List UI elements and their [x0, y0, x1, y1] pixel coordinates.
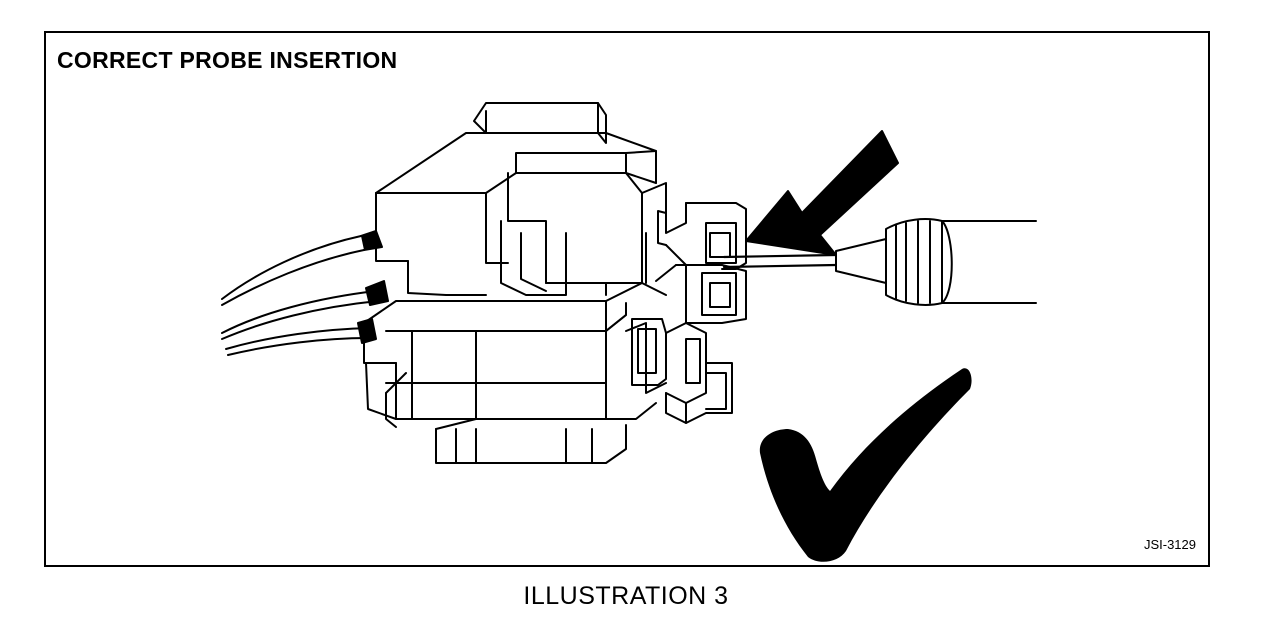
illustration-caption: ILLUSTRATION 3: [0, 582, 1264, 611]
connector-bottom-latch: [435, 418, 627, 464]
connector-top-latch: [473, 102, 607, 144]
figure-code: JSI-3129: [1143, 537, 1196, 552]
caption-text: ILLUSTRATION 3: [523, 582, 729, 610]
connector-probe-drawing: [221, 102, 1037, 562]
illustration-panel: CORRECT PROBE INSERTION: [44, 31, 1210, 567]
arrow-icon: [745, 130, 899, 256]
connector-upper-housing: [375, 132, 707, 296]
test-probe: [722, 218, 1037, 306]
checkmark-icon: [759, 368, 972, 562]
connector-terminal-block: [655, 202, 747, 324]
connector-lower-housing: [363, 282, 667, 428]
connector-lower-terminals: [631, 318, 733, 424]
wire-bundle: [221, 230, 389, 356]
panel-title: CORRECT PROBE INSERTION: [57, 47, 398, 73]
